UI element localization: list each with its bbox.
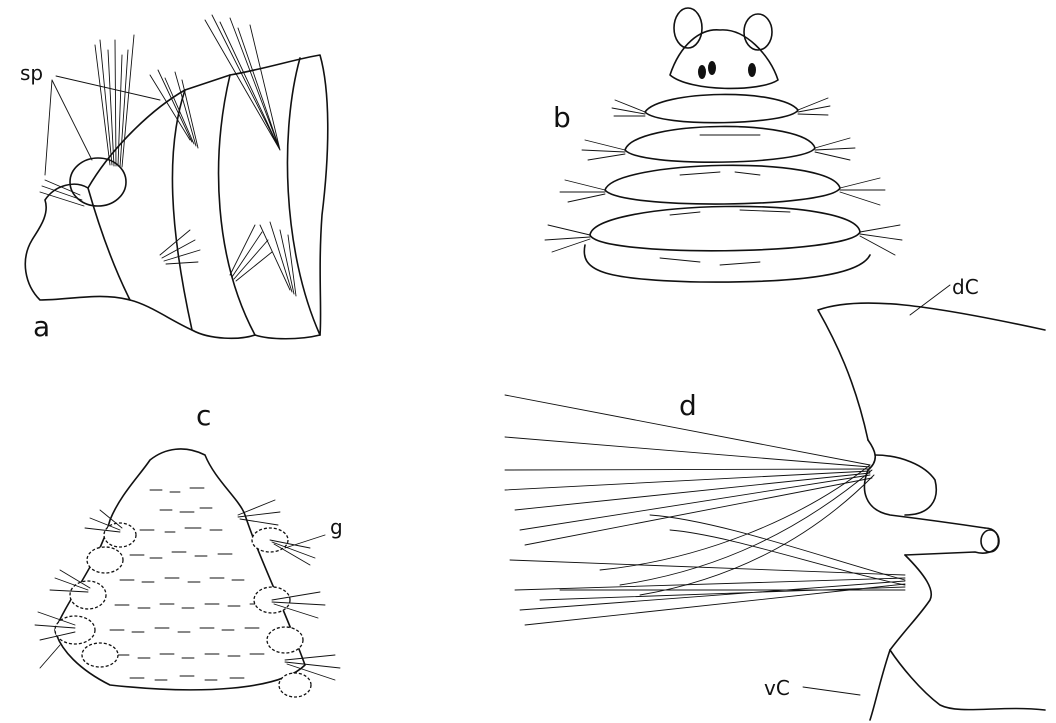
label-panel-c: c: [196, 399, 211, 432]
label-panel-b: b: [553, 101, 571, 134]
label-panel-a: a: [33, 310, 50, 343]
panel-c-drawing: [35, 449, 340, 697]
label-vC: vC: [764, 676, 790, 700]
panel-a-drawing: [25, 15, 327, 339]
label-g: g: [330, 515, 343, 539]
label-dC: dC: [952, 275, 979, 299]
label-panel-d: d: [679, 389, 697, 422]
panel-b-drawing: [545, 8, 902, 282]
panel-d-drawing: [505, 285, 1045, 720]
label-sp: sp: [20, 61, 43, 85]
